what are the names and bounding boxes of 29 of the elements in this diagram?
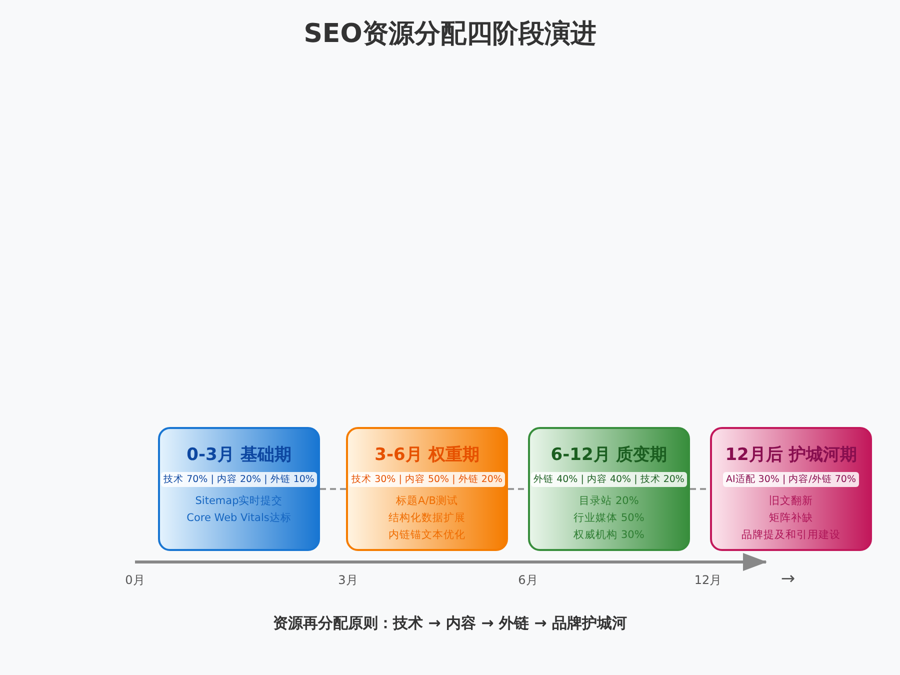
stage-title: 12月后 护城河期: [724, 444, 858, 466]
task-text: 内链锚文本优化: [388, 528, 466, 543]
allocation-text: 外链 40% | 内容 40% | 技术 20%: [530, 472, 688, 487]
stage-box: [710, 427, 872, 551]
task-text: 行业媒体 50%: [572, 511, 646, 526]
tick-label: 0月: [124, 572, 146, 589]
tick-label: 6月: [517, 572, 539, 589]
stage-box: [528, 427, 690, 551]
stage-box: [158, 427, 320, 551]
task-text: Sitemap实时提交: [194, 494, 284, 509]
task-text: 结构化数据扩展: [388, 511, 466, 526]
task-text: 旧文翻新: [768, 494, 814, 509]
tick-label: 12月: [693, 572, 723, 589]
task-text: 矩阵补缺: [768, 511, 814, 526]
stage-title: 6-12月 质变期: [550, 444, 668, 466]
arrow-symbol: →: [780, 569, 796, 589]
stage-title: 0-3月 基础期: [186, 444, 292, 466]
allocation-text: AI适配 30% | 内容/外链 70%: [722, 472, 859, 487]
task-text: 目录站 20%: [578, 494, 640, 509]
tick-label: 3月: [337, 572, 359, 589]
connector: [320, 488, 346, 490]
caption: 资源再分配原则：技术 → 内容 → 外链 → 品牌护城河: [272, 614, 628, 633]
task-text: 标题A/B测试: [395, 494, 459, 509]
title: SEO资源分配四阶段演进: [302, 18, 598, 51]
allocation-text: 技术 30% | 内容 50% | 外链 20%: [348, 472, 506, 487]
task-text: 权威机构 30%: [572, 528, 646, 543]
stage-title: 3-6月 权重期: [374, 444, 480, 466]
stage-box: [346, 427, 508, 551]
allocation-text: 技术 70% | 内容 20% | 外链 10%: [160, 472, 318, 487]
